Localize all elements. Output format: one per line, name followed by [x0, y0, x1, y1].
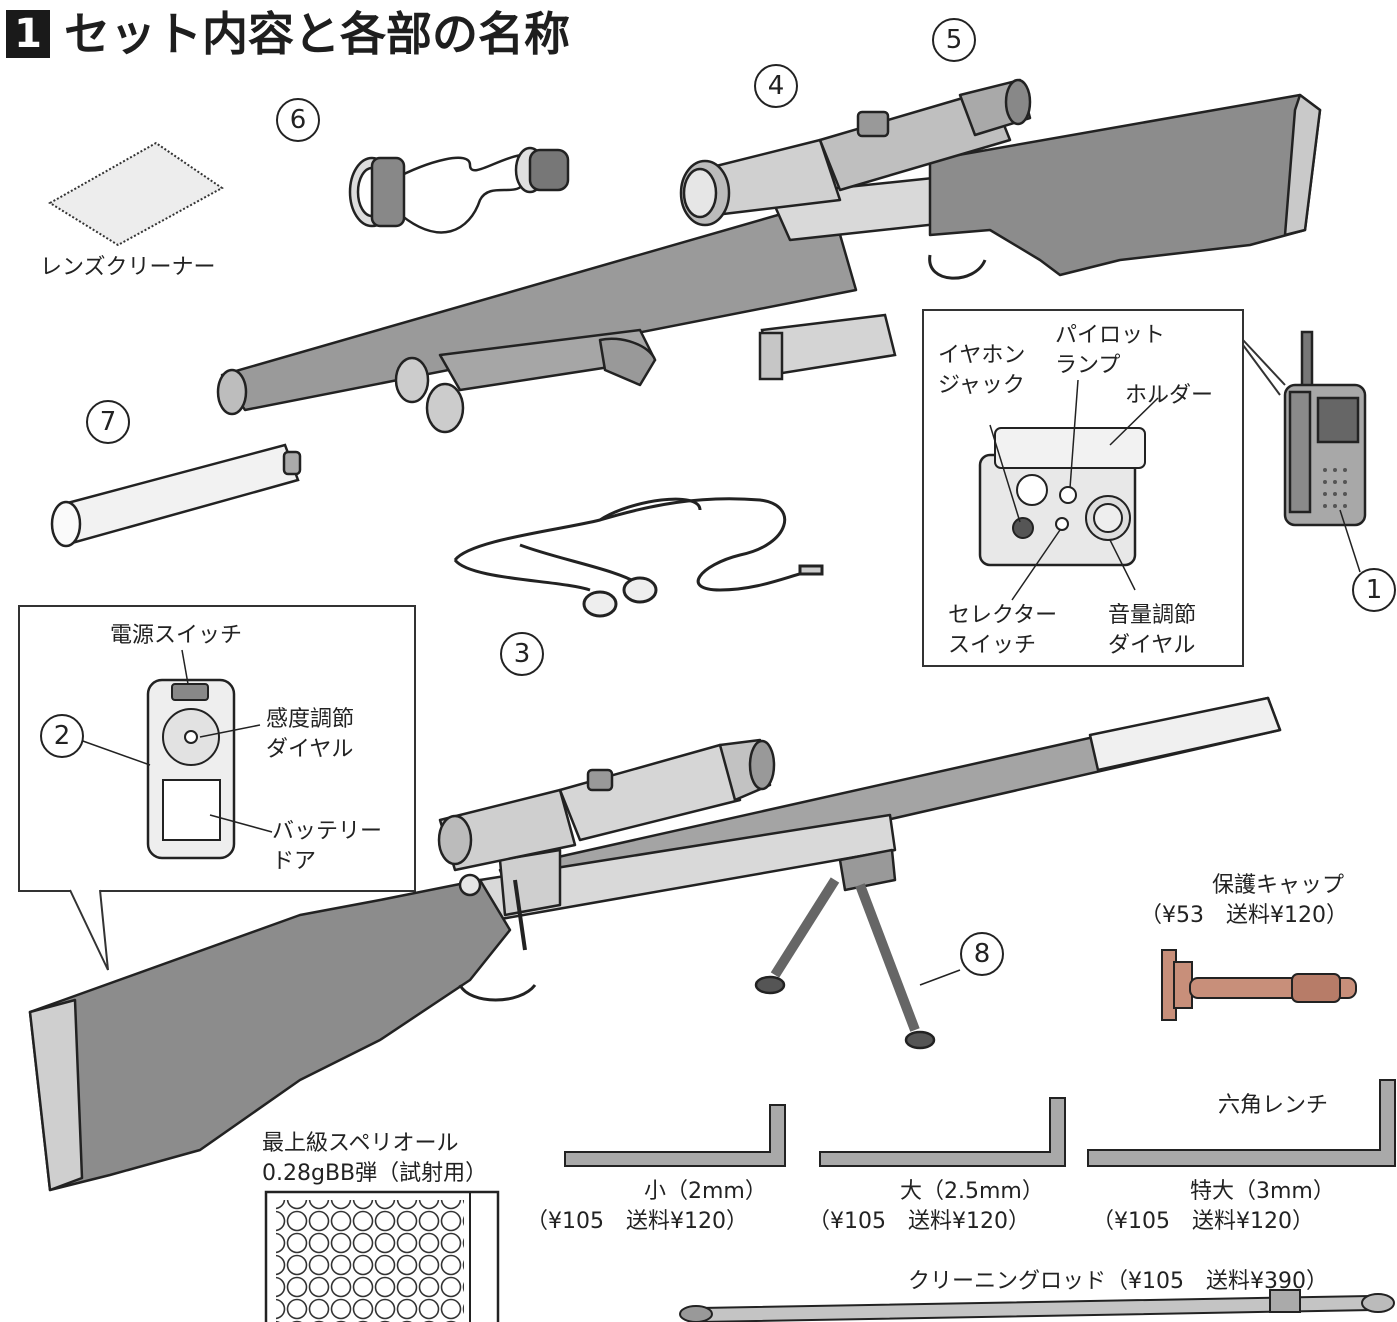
part-number-4: 4 — [754, 64, 798, 108]
bb-bag — [264, 1190, 500, 1322]
label-battery-door-2: ドア — [272, 849, 317, 874]
label-protect-cap: 保護キャップ — [1212, 873, 1345, 898]
scope-caps — [348, 146, 570, 234]
protect-cap — [1161, 949, 1357, 1021]
label-pilot-lamp-2: ランプ — [1055, 353, 1121, 378]
label-wrench-xl-price: （¥105 送料¥120） — [1092, 1209, 1314, 1234]
lens-cleaner-cloth — [48, 141, 224, 247]
part-number-2: 2 — [40, 714, 84, 758]
label-wrench-large-price: （¥105 送料¥120） — [808, 1209, 1030, 1234]
detector-detail — [18, 605, 416, 971]
part-number-5: 5 — [932, 18, 976, 62]
label-volume-dial-2: ダイヤル — [1108, 633, 1196, 658]
part-number-6: 6 — [276, 98, 320, 142]
section-number: 1 — [6, 10, 50, 58]
receiver-detail — [922, 309, 1286, 667]
radio-receiver — [1283, 330, 1367, 573]
cleaning-rod — [679, 1289, 1395, 1322]
label-earphone-jack-1: イヤホン — [938, 343, 1026, 368]
label-bb-2: 0.28gBB弾（試射用） — [262, 1161, 488, 1186]
label-wrench-small: 小（2mm） — [644, 1179, 767, 1204]
label-wrench-xl: 特大（3mm） — [1190, 1179, 1335, 1204]
rifle-upper — [216, 78, 1322, 434]
part-number-1: 1 — [1352, 568, 1396, 612]
earphone-cable — [453, 497, 824, 618]
rifle-lower — [28, 696, 1282, 1192]
label-battery-door-1: バッテリー — [272, 819, 383, 844]
hex-wrenches — [564, 1079, 1396, 1167]
label-earphone-jack-2: ジャック — [938, 373, 1025, 398]
label-volume-dial-1: 音量調節 — [1108, 603, 1197, 628]
part-number-7: 7 — [86, 400, 130, 444]
label-cleaning-rod: クリーニングロッド（¥105 送料¥390） — [908, 1269, 1328, 1294]
label-selector-switch-1: セレクター — [948, 603, 1058, 628]
label-bb-1: 最上級スペリオール — [262, 1131, 459, 1156]
label-pilot-lamp-1: パイロット — [1055, 323, 1166, 348]
label-wrench-large: 大（2.5mm） — [900, 1179, 1044, 1204]
label-holder: ホルダー — [1125, 383, 1214, 408]
label-protect-cap-price: （¥53 送料¥120） — [1140, 903, 1348, 928]
silencer — [50, 443, 302, 548]
part-number-3: 3 — [500, 632, 544, 676]
section-title: セット内容と各部の名称 — [64, 7, 570, 61]
label-selector-switch-2: スイッチ — [948, 633, 1037, 658]
magazine — [758, 313, 897, 381]
part-number-8: 8 — [960, 932, 1004, 976]
label-sensitivity-dial-2: ダイヤル — [266, 737, 354, 762]
label-hex-wrench: 六角レンチ — [1218, 1093, 1329, 1118]
label-lens-cleaner: レンズクリーナー — [40, 255, 216, 280]
label-sensitivity-dial-1: 感度調節 — [266, 707, 355, 732]
label-wrench-small-price: （¥105 送料¥120） — [526, 1209, 748, 1234]
label-power-switch: 電源スイッチ — [110, 623, 243, 648]
